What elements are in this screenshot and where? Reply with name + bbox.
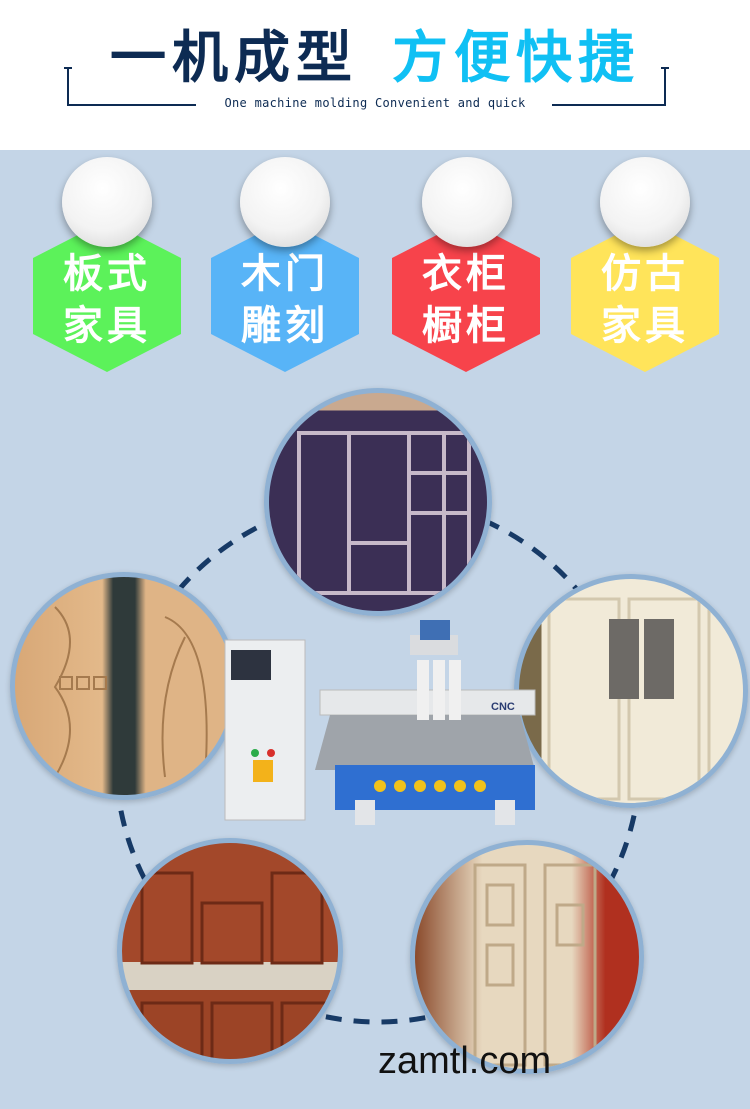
cnc-machine-image: CNC xyxy=(224,620,536,825)
watermark: zamtl.com xyxy=(378,1040,552,1082)
category-label: 橱柜 xyxy=(422,303,510,349)
photo-kitchen-cabinets xyxy=(117,838,343,1064)
photo-lattice-screens xyxy=(410,840,644,1074)
category-label: 木门 xyxy=(241,251,329,297)
knob-icon xyxy=(240,157,330,247)
title-dark: 一机成型 xyxy=(110,26,358,91)
knob-icon xyxy=(422,157,512,247)
category-label: 衣柜 xyxy=(422,251,510,297)
title-light: 方便快捷 xyxy=(392,26,640,91)
knob-icon xyxy=(62,157,152,247)
header: 一机成型方便快捷 One machine molding Convenient … xyxy=(0,0,750,148)
knob-icon xyxy=(600,157,690,247)
photo-wardrobe-interior xyxy=(264,388,492,616)
photo-carved-doors xyxy=(10,572,238,800)
category-wood-door: 木门雕刻 xyxy=(211,220,359,372)
subtitle: One machine molding Convenient and quick xyxy=(224,96,526,110)
category-label: 板式 xyxy=(63,251,151,297)
photo-white-cabinet xyxy=(514,574,748,808)
machine-label: CNC xyxy=(491,701,515,713)
category-label: 雕刻 xyxy=(241,303,329,349)
title-bracket xyxy=(64,67,669,106)
category-label: 家具 xyxy=(63,303,151,349)
category-label: 家具 xyxy=(601,303,689,349)
page-title: 一机成型方便快捷 xyxy=(0,24,750,94)
category-label: 仿古 xyxy=(601,251,689,297)
